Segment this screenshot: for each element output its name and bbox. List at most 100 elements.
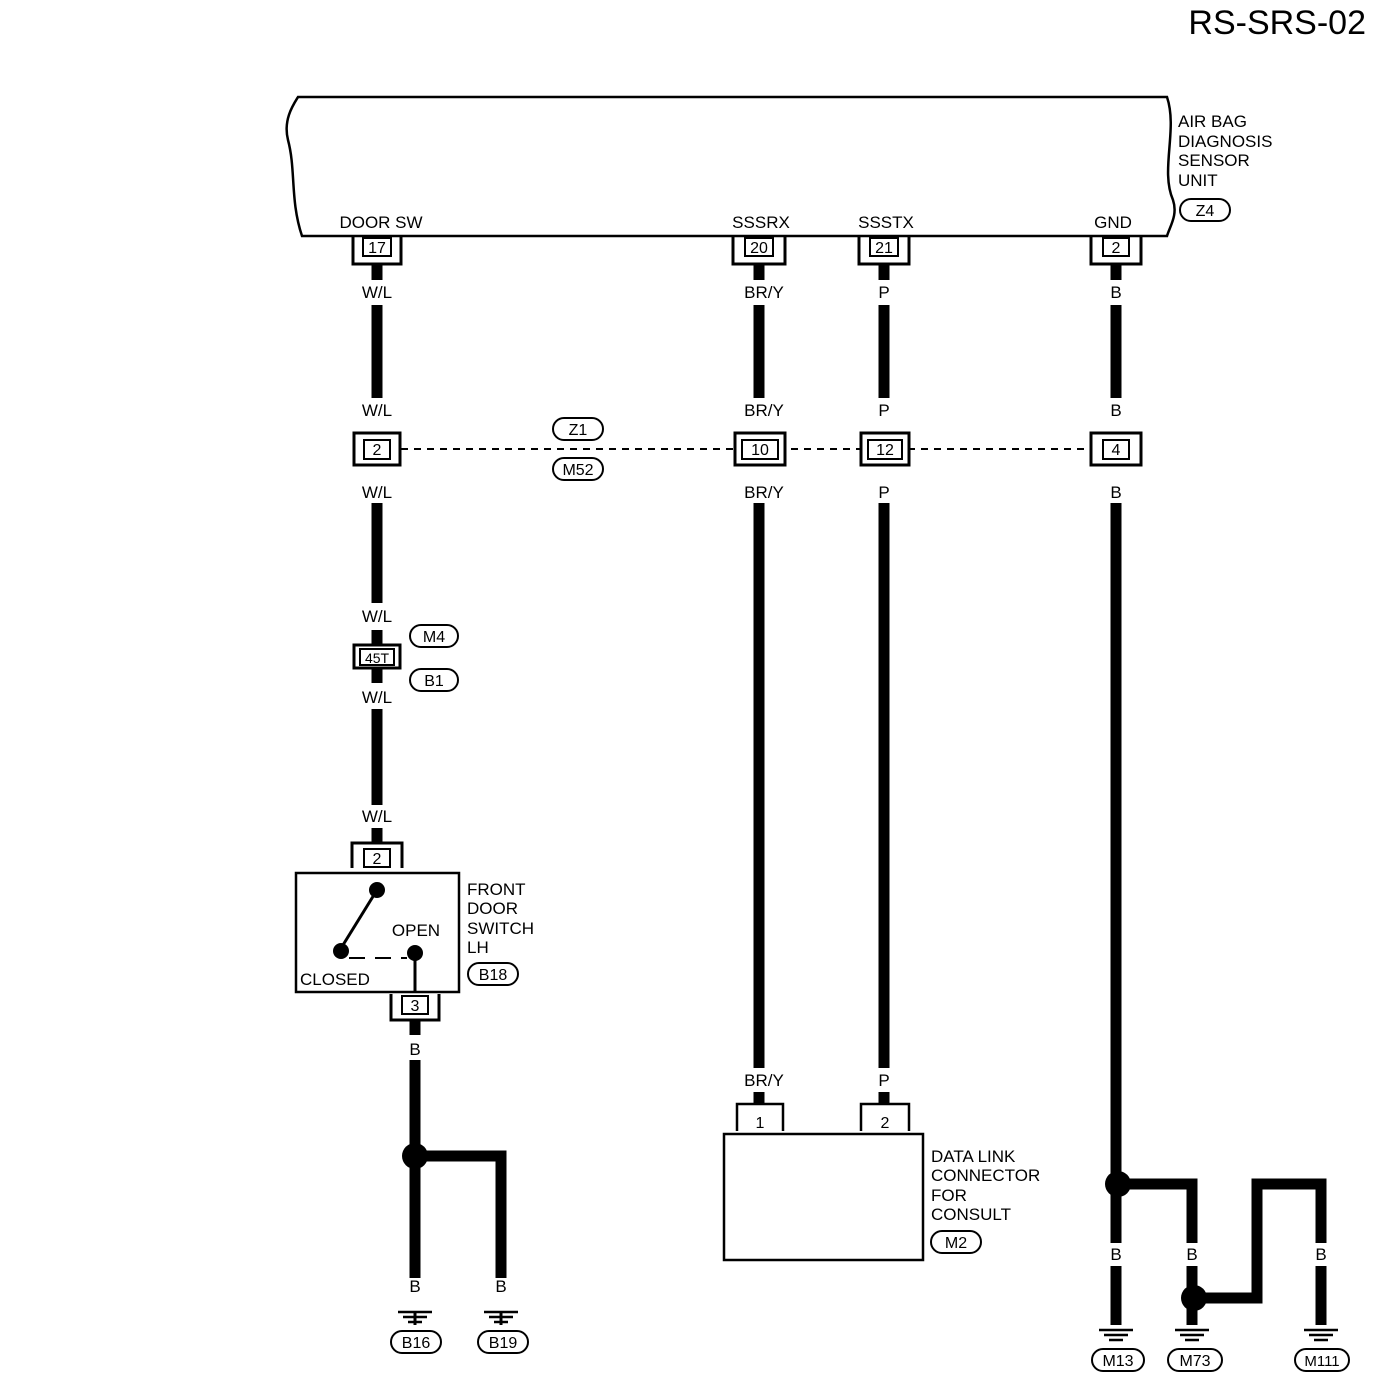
svg-text:M111: M111 xyxy=(1304,1353,1339,1370)
splice-dot xyxy=(402,1143,428,1169)
switch-body xyxy=(294,871,461,994)
wire-color-label: B xyxy=(1110,1245,1121,1264)
wire-color-label: BR/Y xyxy=(744,283,784,302)
svg-text:DATA LINK: DATA LINK xyxy=(931,1147,1016,1166)
ground-tag-m13: M13 xyxy=(1091,1348,1145,1372)
wire-switch-ground-branch xyxy=(415,1150,507,1278)
svg-text:B16: B16 xyxy=(402,1335,431,1352)
dlc-pin-1: 1 xyxy=(756,1115,765,1132)
svg-text:20: 20 xyxy=(750,240,768,257)
wire-color-label: BR/Y xyxy=(744,483,784,502)
svg-text:21: 21 xyxy=(875,240,893,257)
ground-tag-b16: B16 xyxy=(390,1330,442,1354)
svg-text:M2: M2 xyxy=(945,1235,967,1252)
unit-pin-door-sw: 17 xyxy=(351,236,403,266)
wire-color-label: B xyxy=(1110,283,1121,302)
wire-m111-loop xyxy=(1251,1178,1327,1243)
svg-text:SENSOR: SENSOR xyxy=(1178,151,1250,170)
joint-pin-sssrx: 10 xyxy=(733,431,787,467)
wire-color-label: P xyxy=(878,483,889,502)
svg-text:B19: B19 xyxy=(489,1335,518,1352)
joint-connector-tag-m52: M52 xyxy=(552,457,604,481)
terminal-name-ssstx: SSSTX xyxy=(858,213,914,232)
ground-symbol-b19 xyxy=(484,1310,518,1325)
ground-symbol-m73 xyxy=(1175,1328,1209,1342)
svg-text:10: 10 xyxy=(751,442,769,459)
svg-text:45T: 45T xyxy=(365,650,390,666)
ground-symbol-m13 xyxy=(1099,1328,1133,1342)
wire-color-label: W/L xyxy=(362,688,392,707)
unit-pin-sssrx: 20 xyxy=(731,236,787,266)
wire-color-label: P xyxy=(878,1071,889,1090)
front-door-switch-label: FRONT DOOR SWITCH LH xyxy=(467,880,534,957)
switch-pin-bottom: 3 xyxy=(411,998,420,1015)
airbag-unit-label: AIR BAG DIAGNOSIS SENSOR UNIT xyxy=(1178,112,1272,190)
svg-text:12: 12 xyxy=(876,442,894,459)
wire-gnd-branch-m73 xyxy=(1116,1178,1198,1243)
svg-text:LH: LH xyxy=(467,938,489,957)
svg-text:M4: M4 xyxy=(423,629,445,646)
ground-symbol-b16 xyxy=(398,1310,432,1325)
wires xyxy=(371,264,1327,1325)
inline-connector-tag-m4: M4 xyxy=(409,624,459,648)
svg-text:B1: B1 xyxy=(424,673,444,690)
switch-pin-top: 2 xyxy=(373,851,382,868)
svg-text:M52: M52 xyxy=(562,462,593,479)
wire-color-label: B xyxy=(1110,401,1121,420)
svg-text:AIR BAG: AIR BAG xyxy=(1178,112,1247,131)
ground-symbol-m111 xyxy=(1304,1328,1338,1342)
wire-color-label: B xyxy=(1110,483,1121,502)
wire-color-label: B xyxy=(409,1040,420,1059)
wire-color-label: B xyxy=(1315,1245,1326,1264)
inline-connector-45t: 45T xyxy=(352,643,402,670)
svg-text:2: 2 xyxy=(1112,240,1121,257)
splice-dot xyxy=(1105,1171,1131,1197)
svg-text:2: 2 xyxy=(373,442,382,459)
ground-tag-m73: M73 xyxy=(1167,1348,1223,1372)
svg-text:4: 4 xyxy=(1112,442,1121,459)
svg-text:FRONT: FRONT xyxy=(467,880,526,899)
switch-bottom-connector xyxy=(389,994,441,1022)
wire-color-label: B xyxy=(1251,1245,1262,1264)
airbag-unit-connector-tag xyxy=(1179,198,1231,222)
wire-color-label: BR/Y xyxy=(744,1071,784,1090)
data-link-connector-label: DATA LINK CONNECTOR FOR CONSULT xyxy=(931,1147,1040,1224)
wire-color-label: BR/Y xyxy=(744,401,784,420)
airbag-unit-connector-code: Z4 xyxy=(1196,203,1215,220)
front-door-switch: 2 OPEN CLOSED 3 xyxy=(294,841,461,1022)
wire-color-label: B xyxy=(1186,1245,1197,1264)
data-link-connector-tag: M2 xyxy=(930,1230,982,1254)
joint-pin-ssstx: 12 xyxy=(859,431,911,467)
unit-pin-gnd: 2 xyxy=(1089,236,1143,266)
wire-color-label: W/L xyxy=(362,483,392,502)
joint-connector-tag-z1: Z1 xyxy=(552,417,604,441)
svg-text:17: 17 xyxy=(368,240,386,257)
switch-state-open: OPEN xyxy=(392,921,440,940)
joint-pin-door: 2 xyxy=(352,431,402,467)
data-link-connector: 1 2 xyxy=(722,1102,925,1262)
inline-connector-tag-b1: B1 xyxy=(409,668,459,692)
svg-text:CONSULT: CONSULT xyxy=(931,1205,1011,1224)
front-door-switch-connector-tag: B18 xyxy=(467,962,519,986)
switch-state-closed: CLOSED xyxy=(300,970,370,989)
svg-text:UNIT: UNIT xyxy=(1178,171,1218,190)
page-id: RS-SRS-02 xyxy=(1188,4,1366,42)
terminal-name-door-sw: DOOR SW xyxy=(339,213,422,232)
unit-pin-ssstx: 21 xyxy=(857,236,911,266)
svg-text:CONNECTOR: CONNECTOR xyxy=(931,1166,1040,1185)
ground-symbols xyxy=(398,1310,1338,1342)
wire-color-label: B xyxy=(409,1277,420,1296)
terminal-name-gnd: GND xyxy=(1094,213,1132,232)
terminal-name-sssrx: SSSRX xyxy=(732,213,790,232)
switch-top-connector xyxy=(350,841,404,868)
svg-text:M13: M13 xyxy=(1102,1353,1133,1370)
splice-dot xyxy=(1181,1285,1207,1311)
joint-pin-gnd: 4 xyxy=(1089,431,1143,467)
svg-text:FOR: FOR xyxy=(931,1186,967,1205)
wire-color-label: W/L xyxy=(362,807,392,826)
dlc-pin-2: 2 xyxy=(881,1115,890,1132)
wire-color-label: W/L xyxy=(362,401,392,420)
dlc-body xyxy=(722,1132,925,1262)
wire-color-label: B xyxy=(495,1277,506,1296)
